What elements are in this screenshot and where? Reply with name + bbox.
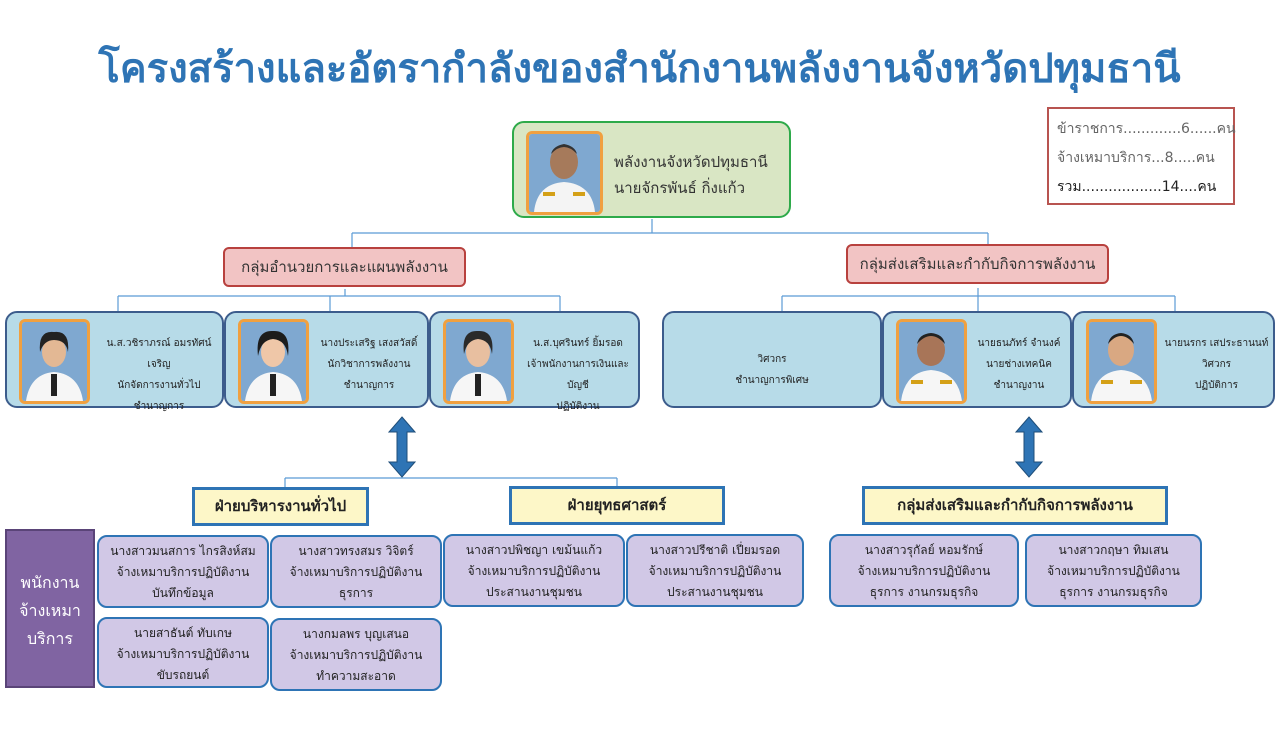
group-promotion-regulation: กลุ่มส่งเสริมและกำกับกิจการพลังงาน (846, 244, 1109, 284)
staff-card: นางประเสริฐ เสงสวัสดิ์ นักวิชาการพลังงาน… (224, 311, 429, 408)
employee-role: จ้างเหมาบริการปฏิบัติงาน (116, 565, 250, 579)
head-position: พลังงานจังหวัดปทุมธานี (614, 153, 768, 171)
contract-employee-card: นางสาวปรีชาติ เปี่ยมรอด จ้างเหมาบริการปฏ… (626, 534, 804, 607)
staff-role: เจ้าพนักงานการเงินและบัญชี (527, 359, 629, 391)
staff-role: นักจัดการงานทั่วไป (117, 380, 201, 391)
staff-role: วิศวกร (1201, 359, 1231, 370)
head-name: นายจักรพันธ์ กิ่งแก้ว (614, 179, 746, 197)
contract-employee-card: นางสาวมนสการ ไกรสิงห์สม จ้างเหมาบริการปฏ… (97, 535, 269, 608)
contract-employee-card: นางสาวกฤษา ทิมเสน จ้างเหมาบริการปฏิบัติง… (1025, 534, 1202, 607)
section-general-admin: ฝ่ายบริหารงานทั่วไป (192, 487, 369, 526)
employee-name: นางสาวมนสการ ไกรสิงห์สม (110, 544, 256, 558)
employee-role: จ้างเหมาบริการปฏิบัติงาน (289, 565, 423, 579)
contract-employee-card: นางกมลพร บุญเสนอ จ้างเหมาบริการปฏิบัติงา… (270, 618, 442, 691)
staff-card: น.ส.บุศรินทร์ ยิ้มรอด เจ้าพนักงานการเงิน… (429, 311, 640, 412)
staff-level: ชำนาญการพิเศษ (735, 375, 809, 386)
contract-staff-label: พนักงาน จ้างเหมา บริการ (5, 529, 95, 688)
staff-level: ปฏิบัติงาน (556, 401, 600, 412)
employee-task: ธุรการ งานกรมธุรกิจ (869, 585, 979, 599)
staff-count-box: ข้าราชการ.............6......คน จ้างเหมา… (1047, 107, 1236, 205)
staff-card: วิศวกร ชำนาญการพิเศษ (662, 311, 882, 408)
civil-servant-count: ข้าราชการ.............6......คน (1057, 121, 1236, 137)
staff-level: ชำนาญการ (343, 380, 395, 391)
total-staff-count: รวม..................14....คน (1057, 179, 1217, 195)
staff-portrait (1086, 319, 1157, 404)
employee-role: จ้างเหมาบริการปฏิบัติงาน (289, 648, 423, 662)
employee-role: จ้างเหมาบริการปฏิบัติงาน (857, 564, 991, 578)
employee-role: จ้างเหมาบริการปฏิบัติงาน (116, 647, 250, 661)
employee-name: นางสาวรุกัลย์ หอมรักษ์ (864, 543, 984, 557)
staff-name: น.ส.บุศรินทร์ ยิ้มรอด (533, 338, 623, 349)
employee-role: จ้างเหมาบริการปฏิบัติงาน (648, 564, 782, 578)
employee-role: จ้างเหมาบริการปฏิบัติงาน (467, 564, 601, 578)
staff-card: นายธนภัทร์ จำนงค์ นายช่างเทคนิค ชำนาญงาน (882, 311, 1072, 408)
staff-card: น.ส.วชิราภรณ์ อมรทัศน์เจริญ นักจัดการงาน… (5, 311, 224, 412)
employee-task: ขับรถยนต์ (156, 668, 210, 682)
staff-level: ชำนาญงาน (993, 380, 1045, 391)
contract-employee-card: นางสาวรุกัลย์ หอมรักษ์ จ้างเหมาบริการปฏิ… (829, 534, 1019, 607)
staff-portrait (238, 319, 309, 404)
staff-portrait (443, 319, 514, 404)
staff-name: นางประเสริฐ เสงสวัสดิ์ (320, 338, 418, 349)
staff-portrait (896, 319, 967, 404)
staff-name: นายธนภัทร์ จำนงค์ (977, 338, 1061, 349)
section-promotion: กลุ่มส่งเสริมและกำกับกิจการพลังงาน (862, 486, 1168, 525)
employee-task: ธุรการ งานกรมธุรกิจ (1059, 585, 1168, 599)
employee-task: ธุรการ (338, 586, 374, 600)
double-arrow-icon (388, 416, 416, 478)
staff-role: นายช่างเทคนิค (986, 359, 1052, 370)
employee-role: จ้างเหมาบริการปฏิบัติงาน (1047, 564, 1180, 578)
staff-name: น.ส.วชิราภรณ์ อมรทัศน์เจริญ (106, 338, 212, 370)
contract-employee-card: นางสาวทรงสมร วิจิตร์ จ้างเหมาบริการปฏิบั… (270, 535, 442, 608)
contract-employee-card: นายสาธันต์ ทับเกษ จ้างเหมาบริการปฏิบัติง… (97, 617, 269, 688)
employee-name: นางสาวปรีชาติ เปี่ยมรอด (649, 543, 781, 557)
head-portrait (526, 131, 603, 215)
employee-name: นางสาวทรงสมร วิจิตร์ (298, 544, 414, 558)
employee-task: ทำความสะอาด (316, 669, 396, 683)
employee-task: บันทึกข้อมูล (152, 586, 214, 600)
employee-name: นายสาธันต์ ทับเกษ (134, 626, 232, 640)
group-admin-planning: กลุ่มอำนวยการและแผนพลังงาน (223, 247, 466, 287)
staff-level: ชำนาญการ (133, 401, 185, 412)
employee-task: ประสานงานชุมชน (486, 585, 582, 599)
page-title: โครงสร้างและอัตรากำลังของสำนักงานพลังงาน… (98, 46, 1181, 92)
staff-level: ปฏิบัติการ (1195, 380, 1238, 391)
staff-role: นักวิชาการพลังงาน (327, 359, 411, 370)
double-arrow-icon (1015, 416, 1043, 478)
section-strategy: ฝ่ายยุทธศาสตร์ (509, 486, 725, 525)
employee-task: ประสานงานชุมชน (667, 585, 763, 599)
staff-portrait (19, 319, 90, 404)
head-of-office-card: พลังงานจังหวัดปทุมธานี นายจักรพันธ์ กิ่ง… (512, 121, 791, 218)
employee-name: นางกมลพร บุญเสนอ (302, 627, 410, 641)
staff-role: วิศวกร (757, 354, 787, 365)
contract-employee-card: นางสาวปพิชญา เขม้นแก้ว จ้างเหมาบริการปฏิ… (443, 534, 625, 607)
employee-name: นางสาวกฤษา ทิมเสน (1058, 543, 1169, 557)
employee-name: นางสาวปพิชญา เขม้นแก้ว (465, 543, 603, 557)
staff-card: นายนรกร เสประธานนท์ วิศวกร ปฏิบัติการ (1072, 311, 1275, 408)
contract-staff-count: จ้างเหมาบริการ...8.....คน (1057, 150, 1215, 166)
staff-name: นายนรกร เสประธานนท์ (1164, 338, 1269, 349)
